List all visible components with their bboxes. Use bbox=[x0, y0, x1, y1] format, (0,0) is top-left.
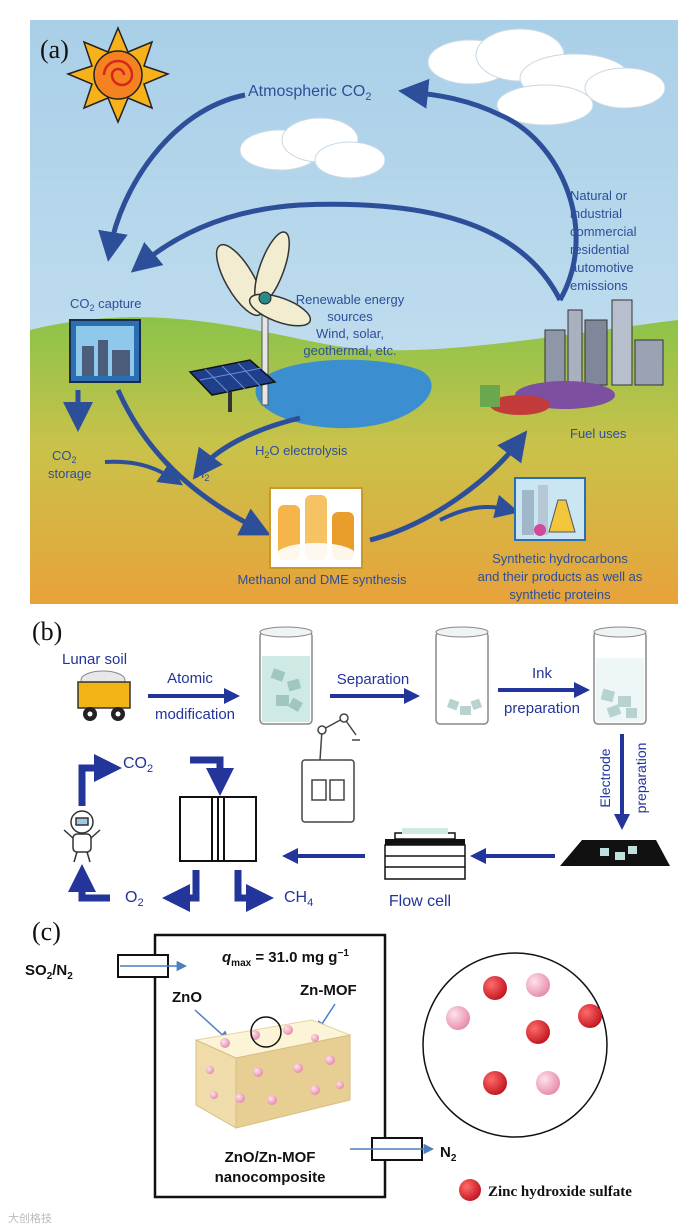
svg-text:Renewable energy: Renewable energy bbox=[296, 292, 405, 307]
zn-mof-label: Zn-MOF bbox=[300, 982, 357, 999]
wind-turbine-icon bbox=[215, 231, 312, 406]
lunar-soil-label: Lunar soil bbox=[62, 651, 127, 668]
h2-label: H2 bbox=[195, 466, 209, 483]
so2-n2-label: SO2/N2 bbox=[25, 962, 73, 982]
emissions-label: Natural or industrial commercial residen… bbox=[570, 188, 637, 293]
panel-b: (b) Lunar soil Atomic modification Separ… bbox=[32, 617, 670, 912]
beaker-3-icon bbox=[593, 626, 647, 725]
lunar-soil-cart-icon bbox=[77, 670, 131, 721]
legend-swatch bbox=[459, 1179, 481, 1201]
arrow-astronaut-to-co2 bbox=[78, 754, 122, 806]
arrow-emissions-to-capture bbox=[130, 201, 563, 302]
lake bbox=[255, 359, 432, 429]
separation-label: Separation bbox=[337, 671, 410, 688]
zno-label: ZnO bbox=[172, 989, 202, 1006]
arrow-o2-to-astronaut bbox=[68, 864, 110, 902]
co2-capture-label: CO2 capture bbox=[70, 296, 142, 313]
city-emissions-icon bbox=[480, 299, 664, 415]
panel-c-tag: (c) bbox=[32, 917, 61, 946]
renewable-energy-label: Renewable energy sources Wind, solar, ge… bbox=[296, 292, 405, 358]
preparation-label: preparation bbox=[504, 700, 580, 717]
ch4-label: CH4 bbox=[284, 889, 313, 909]
co2-storage-label-2: storage bbox=[48, 466, 91, 481]
panel-a: (a) Atmospheric CO2 CO2 capture CO2 stor… bbox=[30, 20, 678, 604]
h2o-electrolysis-label: H2O electrolysis bbox=[255, 443, 348, 460]
svg-text:synthetic proteins: synthetic proteins bbox=[509, 587, 611, 602]
electrode-label: Electrode bbox=[597, 748, 613, 807]
qmax-label: qmax = 31.0 mg g−1 bbox=[222, 948, 349, 969]
magnified-view bbox=[422, 952, 608, 1138]
arrow-synthesis-to-hydrocarbons bbox=[439, 494, 520, 522]
watermark: 大创格技 bbox=[8, 1211, 52, 1225]
atomic-label: Atomic bbox=[167, 670, 213, 687]
robot-arm-icon bbox=[301, 713, 360, 823]
svg-text:Natural or: Natural or bbox=[570, 188, 628, 203]
astronaut-icon bbox=[63, 810, 101, 863]
atmospheric-co2-label: Atmospheric CO2 bbox=[248, 83, 372, 103]
legend: Zinc hydroxide sulfate bbox=[459, 1179, 632, 1201]
svg-text:and their products as well as: and their products as well as bbox=[478, 569, 643, 584]
arrow-storage bbox=[104, 459, 183, 486]
n2-label: N2 bbox=[440, 1144, 457, 1164]
ink-label: Ink bbox=[532, 665, 553, 682]
o2-label: O2 bbox=[125, 889, 144, 909]
inlet-pipe bbox=[117, 954, 188, 978]
arrow-stack-to-ch4 bbox=[234, 870, 274, 912]
sun-icon bbox=[65, 26, 171, 124]
lab-flasks-icon bbox=[514, 477, 586, 541]
svg-text:industrial: industrial bbox=[570, 206, 622, 221]
panel-b-tag: (b) bbox=[32, 617, 62, 646]
methanol-plant-icon bbox=[269, 487, 363, 569]
synthetic-hydrocarbons-label: Synthetic hydrocarbons and their product… bbox=[478, 551, 643, 602]
zno-zn-mof-block bbox=[194, 1016, 352, 1129]
composite-label-2: nanocomposite bbox=[215, 1169, 326, 1186]
electrolyzer-stack-icon bbox=[179, 796, 257, 862]
modification-label: modification bbox=[155, 706, 235, 723]
electrode-plate-icon bbox=[560, 840, 670, 866]
cloud-icon bbox=[427, 28, 666, 126]
legend-label: Zinc hydroxide sulfate bbox=[488, 1184, 632, 1200]
co2-label: CO2 bbox=[123, 755, 153, 775]
co2-capture-factory-icon bbox=[69, 319, 141, 383]
flow-cell-label: Flow cell bbox=[389, 893, 451, 910]
fuel-uses-label: Fuel uses bbox=[570, 426, 627, 441]
svg-text:Synthetic hydrocarbons: Synthetic hydrocarbons bbox=[492, 551, 628, 566]
arrow-emissions-to-atmosphere bbox=[398, 78, 579, 302]
outlet-pipe bbox=[350, 1137, 435, 1161]
flow-cell-icon bbox=[384, 828, 466, 880]
beaker-2-icon bbox=[435, 626, 489, 725]
arrow-synthesis-to-fuel bbox=[369, 430, 528, 543]
svg-text:Wind, solar,: Wind, solar, bbox=[316, 326, 384, 341]
svg-text:residential: residential bbox=[570, 242, 629, 257]
arrow-atmosphere-to-capture bbox=[98, 92, 246, 262]
arrow-stack-to-o2 bbox=[162, 870, 200, 912]
beaker-1-icon bbox=[259, 626, 313, 725]
arrow-co2-to-stack bbox=[190, 756, 234, 796]
arrow-electrolysis-to-h2 bbox=[192, 415, 301, 480]
panel-c: (c) SO2/N2 qmax = 31.0 mg g−1 ZnO Zn-MOF bbox=[25, 917, 632, 1201]
panel-a-tag: (a) bbox=[40, 35, 69, 64]
svg-text:emissions: emissions bbox=[570, 278, 628, 293]
svg-text:geothermal, etc.: geothermal, etc. bbox=[303, 343, 396, 358]
solar-panel-icon bbox=[188, 359, 277, 412]
svg-text:sources: sources bbox=[327, 309, 373, 324]
electrode-preparation-label: preparation bbox=[633, 743, 649, 814]
methanol-label: Methanol and DME synthesis bbox=[237, 572, 407, 587]
composite-label-1: ZnO/Zn-MOF bbox=[225, 1149, 316, 1166]
co2-storage-label: CO2 bbox=[52, 448, 77, 465]
cloud-icon-small bbox=[239, 117, 386, 179]
zoom-circle bbox=[250, 1016, 282, 1048]
svg-text:automotive: automotive bbox=[570, 260, 634, 275]
svg-text:commercial: commercial bbox=[570, 224, 637, 239]
